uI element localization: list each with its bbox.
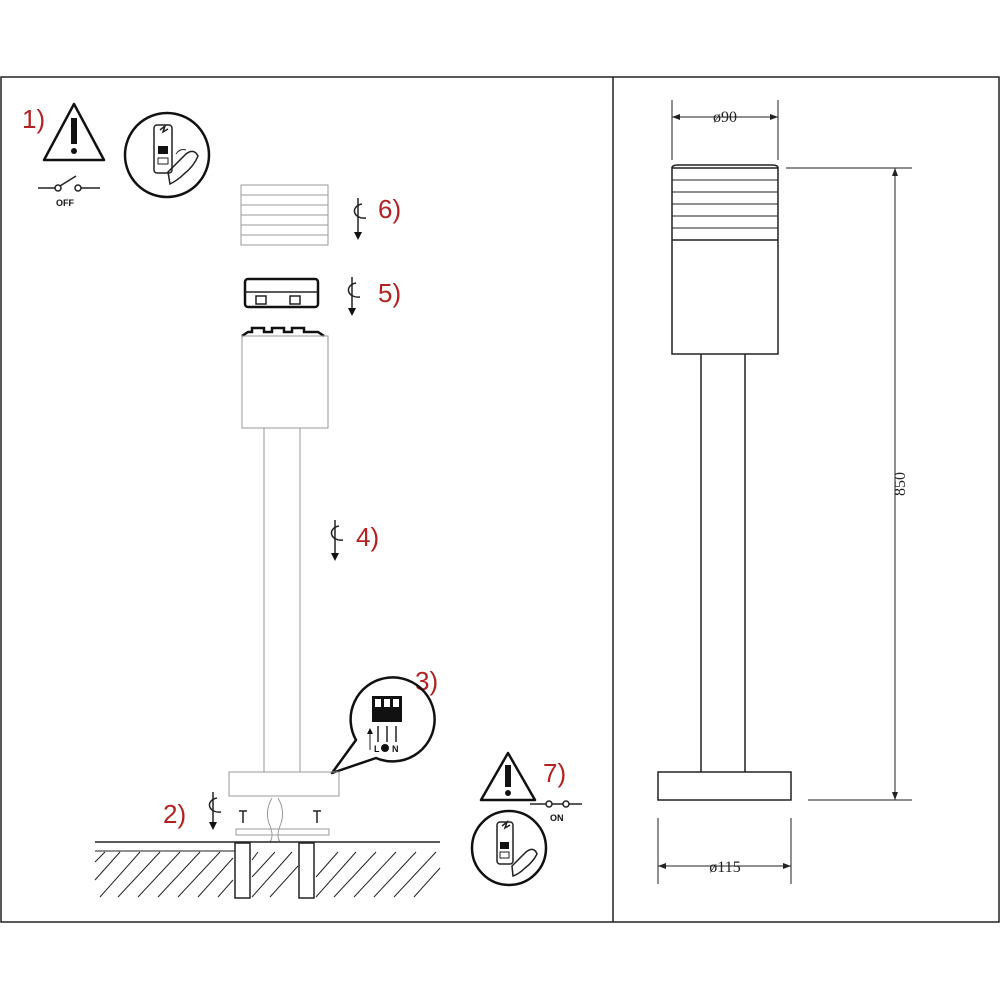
switch-off-icon: OFF: [38, 175, 100, 208]
terminal-l-label: L: [374, 744, 380, 754]
screw-icon: [239, 810, 247, 823]
top-diameter-label: ø90: [713, 109, 737, 126]
rotate-arrow-icon: [208, 792, 222, 830]
breaker-hand-icon: [470, 809, 548, 887]
rotate-arrow-icon: [353, 198, 367, 240]
mounting-plate: [235, 828, 330, 836]
step-5-number: 5): [378, 278, 401, 308]
base-diameter-label: ø115: [709, 859, 740, 876]
lamp-head-housing: [241, 326, 329, 429]
dimension-base-diameter: ø115: [657, 818, 792, 884]
step-1-number: 1): [22, 104, 45, 134]
height-label: 850: [892, 472, 909, 496]
dimension-top-diameter: ø90: [671, 100, 779, 160]
slatted-diffuser: [240, 184, 329, 246]
led-module: [243, 277, 320, 309]
step-7-number: 7): [543, 758, 566, 788]
supply-cable: [266, 797, 284, 843]
warning-triangle-icon: [42, 102, 106, 162]
step-2-number: 2): [163, 799, 186, 829]
outer-frame: [0, 76, 1000, 923]
pole-side-view: [700, 354, 746, 772]
breaker-hand-icon: [123, 111, 211, 199]
rotate-arrow-icon: [330, 520, 344, 561]
step-4-number: 4): [356, 522, 379, 552]
screw-icon: [313, 810, 321, 823]
terminal-block-callout: L N: [330, 676, 436, 775]
terminal-n-label: N: [392, 744, 399, 754]
base-side-view: [657, 771, 792, 801]
dimension-height: 850: [786, 167, 912, 801]
step-3-number: 3): [415, 666, 438, 696]
warning-triangle-icon: [479, 751, 537, 802]
switch-on-icon: ON: [530, 800, 582, 823]
pole-base: [228, 771, 340, 797]
ground-hatching: [94, 841, 441, 898]
off-label: OFF: [56, 198, 74, 208]
lamp-head-side-view: [671, 164, 779, 355]
rotate-arrow-icon: [347, 277, 361, 316]
pole: [263, 428, 301, 772]
step-6-number: 6): [378, 194, 401, 224]
anchor-bolts: [234, 842, 315, 899]
on-label: ON: [550, 813, 564, 823]
ground-terminal-icon: [381, 744, 389, 752]
